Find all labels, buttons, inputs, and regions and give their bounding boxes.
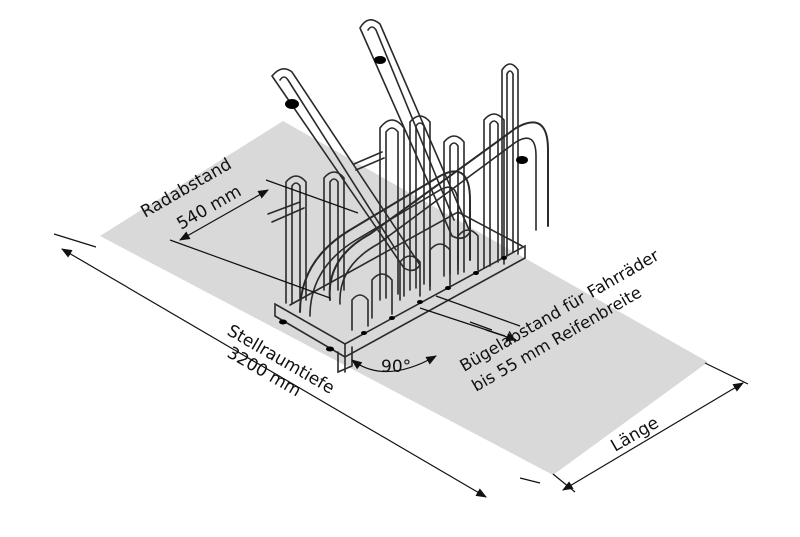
length-dimension <box>552 362 749 493</box>
wheel-spacing-dimension <box>169 179 359 299</box>
support-arc-2 <box>328 121 549 301</box>
wheel-spacing-dimension-line <box>179 189 269 241</box>
rear-bar-left <box>270 68 421 272</box>
support-arc-1 <box>299 170 471 313</box>
bike-rack <box>267 19 549 374</box>
depth-dimension-line <box>61 248 487 498</box>
angle-indicator <box>351 355 437 373</box>
angle-label: 90° <box>381 357 411 377</box>
depth-dimension <box>53 233 541 498</box>
hoop-spacing-dimension <box>419 295 521 342</box>
length-dimension-line <box>562 382 744 491</box>
